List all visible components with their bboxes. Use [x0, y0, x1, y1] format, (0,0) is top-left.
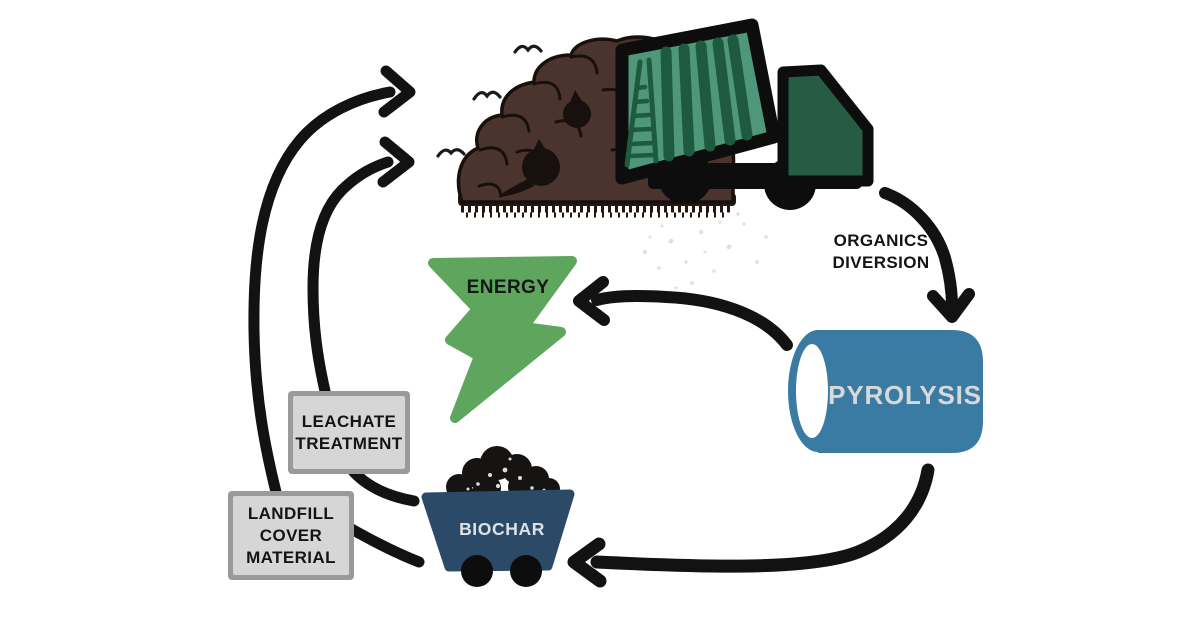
bird-icon — [472, 90, 502, 101]
organics-diversion-line2: DIVERSION — [832, 253, 929, 272]
dust-speckles — [642, 212, 768, 290]
arrow-leachate-to-pile — [307, 156, 394, 397]
coal-highlights — [466, 457, 546, 492]
energy-label: ENERGY — [467, 277, 550, 298]
landfill-cover-box-fill — [233, 496, 349, 575]
pyrolysis-kiln-icon: PYROLYSIS — [788, 330, 983, 453]
leachate-label-line1: LEACHATE — [302, 412, 397, 431]
connector-biochar-to-landfill-cover — [342, 521, 425, 568]
energy-bolt-icon — [428, 256, 577, 423]
pyrolysis-label: PYROLYSIS — [828, 380, 982, 410]
arrow-landfill-cover-to-pile-head — [378, 65, 416, 118]
arrow-pyrolysis-to-energy-head — [573, 276, 610, 326]
truck-bed-stripes — [624, 34, 753, 168]
bird-icon — [513, 44, 543, 54]
truck-cab — [777, 64, 874, 187]
bird-icon — [436, 148, 466, 158]
organics-diversion-line1: ORGANICS — [834, 231, 929, 250]
biochar-cart-icon: BIOCHAR — [421, 446, 575, 587]
arrow-landfill-cover-to-pile — [248, 86, 396, 502]
arrow-pyrolysis-to-biochar-head — [567, 537, 607, 588]
landfill-cover-label-line1: LANDFILL — [248, 504, 334, 523]
landfill-cover-label-line2: COVER — [260, 526, 322, 545]
leachate-label-line2: TREATMENT — [295, 434, 402, 453]
organics-diversion-label: ORGANICS DIVERSION — [832, 231, 929, 272]
cart-wheel-right — [510, 555, 542, 587]
biochar-label: BIOCHAR — [459, 519, 545, 539]
energy-node: ENERGY — [428, 256, 577, 423]
trash-bag-icon — [498, 90, 591, 197]
arrow-pyrolysis-to-energy — [591, 290, 793, 351]
leachate-box-fill — [293, 396, 405, 469]
connector-biochar-to-leachate — [346, 464, 420, 507]
arrow-leachate-to-pile-head — [377, 136, 415, 188]
cart-wheel-left — [461, 555, 493, 587]
kiln-body — [818, 330, 983, 453]
kiln-opening — [796, 344, 828, 438]
cart-body — [421, 489, 575, 572]
arrow-truck-to-pyrolysis — [879, 187, 958, 313]
arrow-pyrolysis-to-biochar — [590, 463, 935, 573]
garbage-truck-icon — [615, 18, 874, 210]
birds — [436, 44, 543, 158]
landfill-cover-box: LANDFILL COVER MATERIAL — [228, 491, 354, 580]
landfill-cover-label-line3: MATERIAL — [246, 548, 336, 567]
flow-arrows — [248, 65, 975, 588]
arrow-truck-to-pyrolysis-head — [927, 288, 975, 323]
leachate-treatment-box: LEACHATE TREATMENT — [288, 391, 410, 474]
